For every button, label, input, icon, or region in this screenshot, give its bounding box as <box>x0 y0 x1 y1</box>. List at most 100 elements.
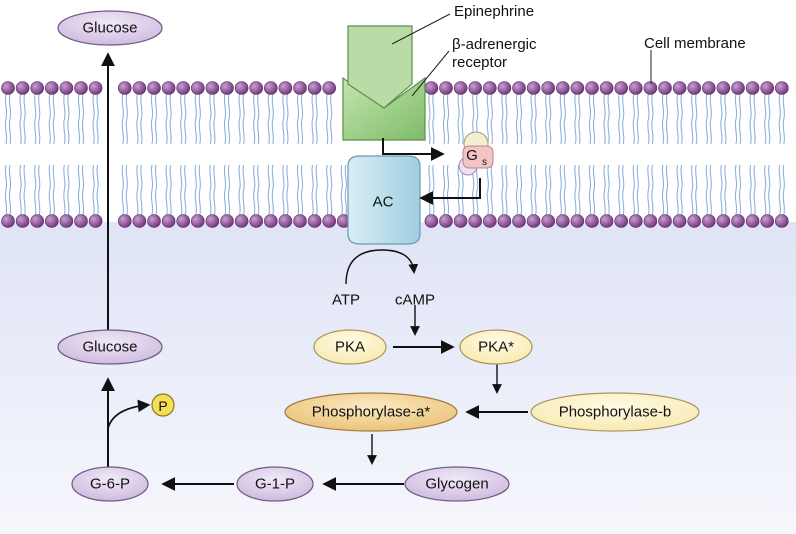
lipid-tail <box>486 164 489 216</box>
lipid-tail <box>271 164 274 216</box>
lipid-tail <box>315 164 318 216</box>
lipid-tail <box>720 93 723 145</box>
lipid-tail <box>52 164 55 216</box>
lipid-tail <box>209 93 212 145</box>
lipid-tail <box>48 164 51 216</box>
lipid-tail <box>476 164 479 216</box>
lipid-tail <box>647 93 650 145</box>
lipid-head <box>424 81 439 95</box>
lipid-tail <box>19 93 22 145</box>
lipid-tail <box>140 164 143 216</box>
lipid-tail <box>442 164 446 216</box>
lipid-tail <box>286 164 289 216</box>
lipid-head <box>614 214 629 228</box>
lipid-head <box>220 214 234 228</box>
lipid-head <box>234 81 249 95</box>
lipid-head <box>293 214 307 228</box>
lipid-head <box>176 81 190 95</box>
lipid-head <box>44 214 59 228</box>
lipid-tail <box>768 93 771 145</box>
lipid-head <box>716 81 731 95</box>
lipid-tail <box>282 164 285 216</box>
lipid-tail <box>19 164 22 216</box>
lipid-tail <box>549 93 552 145</box>
lipid-head <box>745 81 760 95</box>
lipid-tail <box>213 164 216 216</box>
lipid-tail <box>428 93 431 145</box>
lipid-head <box>570 214 585 228</box>
lipid-tail <box>34 164 37 216</box>
lipid-tail <box>311 164 314 216</box>
lipid-head <box>497 81 512 95</box>
lipid-head <box>439 81 453 95</box>
lipid-head <box>74 81 88 95</box>
arrows <box>101 52 528 491</box>
lipid-tail <box>184 164 187 216</box>
lipid-tail <box>490 164 493 216</box>
lipid-tail <box>282 93 285 145</box>
lipid-head <box>672 214 687 228</box>
lipid-tail <box>588 93 592 145</box>
lipid-tail <box>8 93 12 145</box>
leader-epinephrine <box>391 13 451 45</box>
lipid-head <box>701 81 716 95</box>
lipid-tail <box>96 93 99 145</box>
lipid-tail <box>242 93 245 145</box>
arrow-receptor-to-gs <box>382 138 445 161</box>
lipid-head <box>88 81 103 95</box>
lipid-tail <box>315 93 318 145</box>
lipid-tail <box>253 93 256 145</box>
lipid-tail <box>578 93 581 145</box>
lipid-head <box>263 214 278 228</box>
lipid-head <box>541 81 556 95</box>
lipid-head <box>307 214 322 228</box>
lipid-tail <box>326 93 329 145</box>
lipid-head <box>687 214 702 228</box>
lipid-tail <box>227 164 231 216</box>
lipid-head <box>147 214 161 228</box>
lipid-tail <box>607 93 610 145</box>
lipid-tail <box>121 164 124 216</box>
lipid-head <box>555 214 570 228</box>
lipid-tail <box>300 164 304 216</box>
lipid-tail <box>647 164 650 216</box>
lipid-tail <box>782 93 785 145</box>
lipid-tail <box>81 164 85 216</box>
lipid-tail <box>709 164 712 216</box>
lipid-tail <box>680 164 683 216</box>
lipid-tail <box>592 93 596 145</box>
lipid-tail <box>505 164 508 216</box>
lipid-tail <box>326 164 329 216</box>
lipid-tail <box>330 164 333 216</box>
lipid-tail <box>227 93 231 145</box>
lipid-head <box>541 214 556 228</box>
lipid-head <box>599 81 614 95</box>
gs-subscript: s <box>482 157 487 168</box>
lipid-head <box>15 214 30 228</box>
lipid-head <box>526 81 541 95</box>
lipid-tail <box>184 93 187 145</box>
receptor-label-line1: β-adrenergic <box>452 36 537 53</box>
lipid-tail <box>680 93 683 145</box>
lipid-tail <box>782 164 785 216</box>
lipid-tail <box>778 164 781 216</box>
lipid-head <box>512 81 526 95</box>
lipid-tail <box>96 164 99 216</box>
lipid-head <box>176 214 190 228</box>
lipid-head <box>687 81 702 95</box>
lipid-tail <box>665 93 669 145</box>
lipid-tail <box>519 93 523 145</box>
lipid-tail <box>691 93 694 145</box>
lipid-tail <box>534 164 537 216</box>
lipid-head <box>1 214 15 228</box>
lipid-tail <box>223 93 227 145</box>
lipid-tail <box>768 164 771 216</box>
pka-label: PKA <box>335 339 365 356</box>
lipid-tail <box>618 93 621 145</box>
lipid-tail <box>154 164 158 216</box>
lipid-head <box>30 81 45 95</box>
lipid-tail <box>665 164 669 216</box>
lipid-head <box>760 81 775 95</box>
lipid-head <box>468 81 483 95</box>
